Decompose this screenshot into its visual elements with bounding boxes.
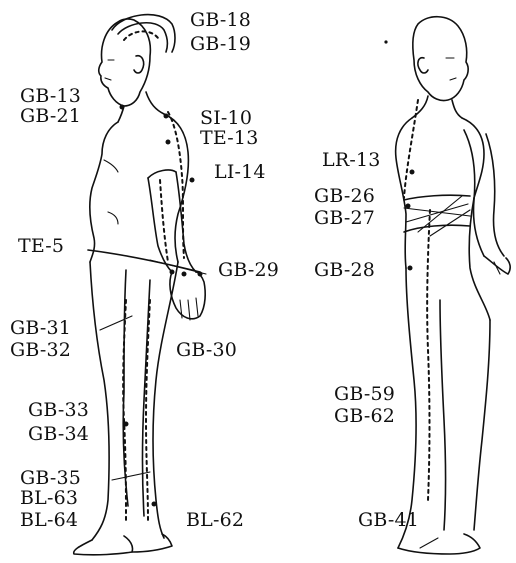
label-gb-26: GB-26 — [314, 186, 375, 206]
label-te-5: TE-5 — [18, 236, 64, 256]
label-si-10: SI-10 — [200, 108, 252, 128]
label-li-14: LI-14 — [214, 162, 266, 182]
label-lr-13: LR-13 — [322, 150, 381, 170]
label-gb-35: GB-35 — [20, 468, 81, 488]
right-figure — [384, 17, 510, 554]
label-gb-32: GB-32 — [10, 340, 71, 360]
label-gb-41: GB-41 — [358, 510, 419, 530]
label-gb-19: GB-19 — [190, 34, 251, 54]
label-bl-63: BL-63 — [20, 488, 78, 508]
label-gb-29: GB-29 — [218, 260, 279, 280]
label-gb-34: GB-34 — [28, 424, 89, 444]
label-bl-64: BL-64 — [20, 510, 78, 530]
label-gb-21: GB-21 — [20, 106, 81, 126]
label-gb-28: GB-28 — [314, 260, 375, 280]
label-gb-30: GB-30 — [176, 340, 237, 360]
label-gb-31: GB-31 — [10, 318, 71, 338]
label-gb-13: GB-13 — [20, 86, 81, 106]
label-gb-59: GB-59 — [334, 384, 395, 404]
label-gb-27: GB-27 — [314, 208, 375, 228]
left-figure — [74, 15, 206, 555]
label-gb-18: GB-18 — [190, 10, 251, 30]
label-gb-33: GB-33 — [28, 400, 89, 420]
label-gb-62: GB-62 — [334, 406, 395, 426]
label-te-13: TE-13 — [200, 128, 259, 148]
label-bl-62: BL-62 — [186, 510, 244, 530]
